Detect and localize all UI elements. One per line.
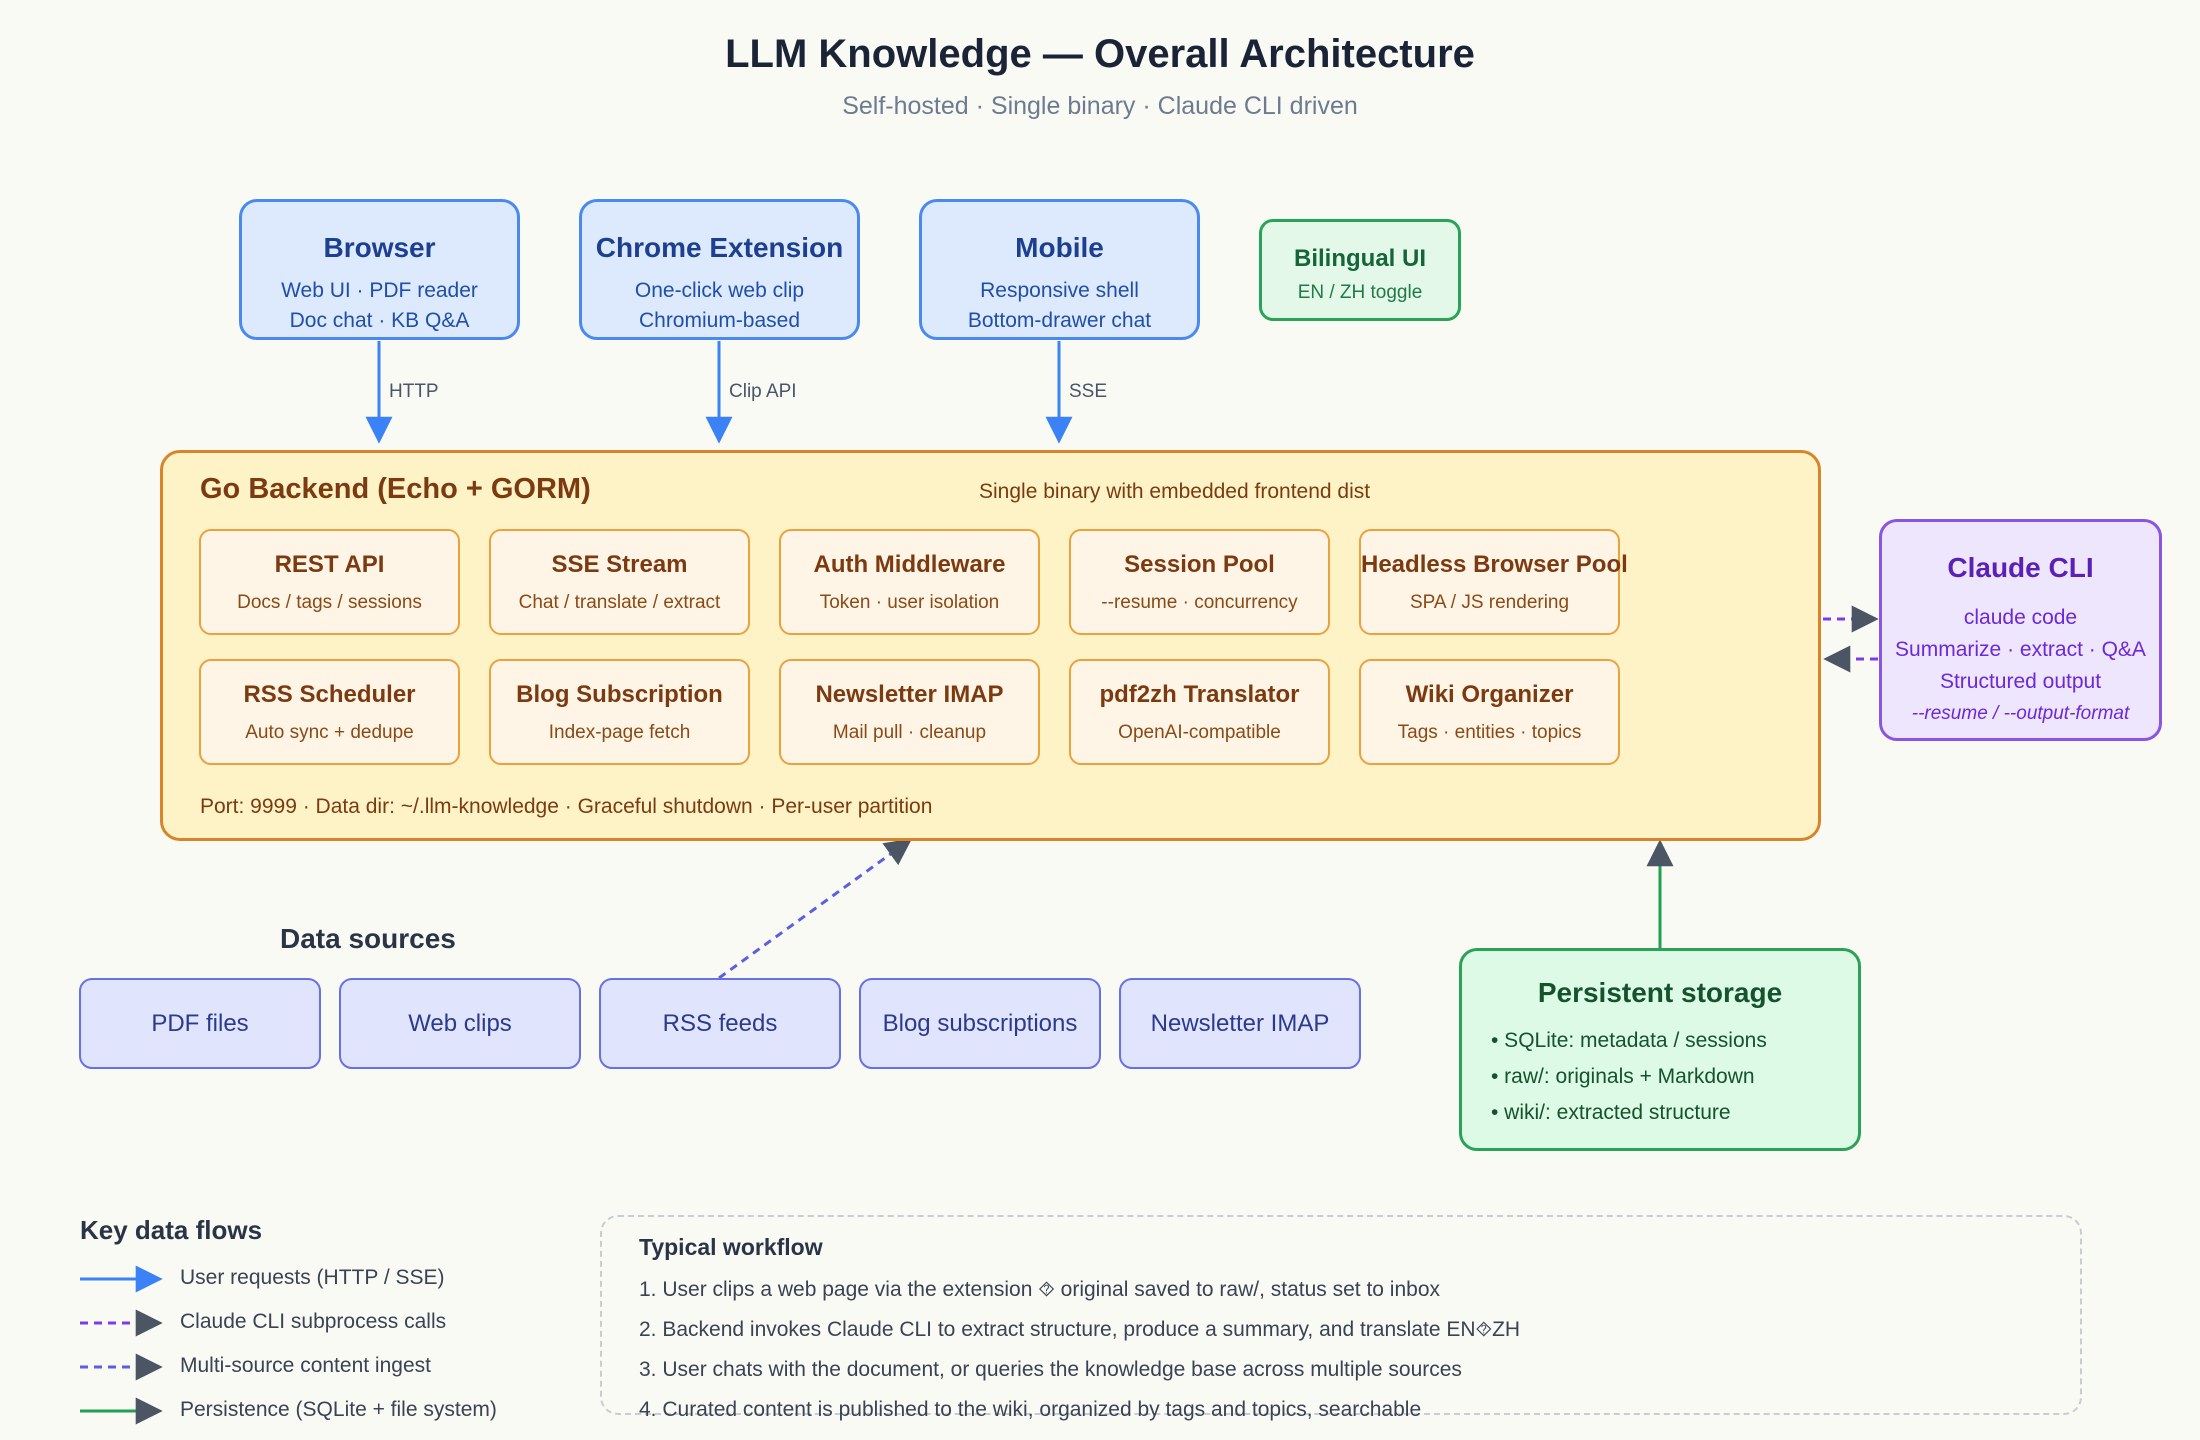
claude-line-1: claude code — [1963, 606, 2078, 629]
go-backend-container — [160, 450, 1821, 841]
storage-item: • wiki/: extracted structure — [1491, 1101, 1731, 1124]
bilingual-title: Bilingual UI — [1294, 245, 1426, 272]
edge-label-sse: SSE — [1069, 381, 1108, 402]
claude-cli-box: Claude CLI claude code Summarize · extra… — [1879, 519, 2162, 741]
module-title: Auth Middleware — [813, 551, 1006, 578]
persistent-storage-box: Persistent storage • SQLite: metadata / … — [1459, 948, 1861, 1151]
module-desc: OpenAI-compatible — [1118, 722, 1281, 743]
client-mobile: Mobile Responsive shell Bottom-drawer ch… — [919, 199, 1200, 340]
claude-flags: --resume / --output-format — [1911, 703, 2130, 724]
client-extension-line-2: Chromium-based — [638, 309, 801, 332]
module-auth-middleware: Auth Middleware Token · user isolation — [779, 529, 1040, 635]
source-newsletter-imap: Newsletter IMAP — [1119, 978, 1361, 1069]
module-title: pdf2zh Translator — [1099, 681, 1300, 708]
client-browser: Browser Web UI · PDF reader Doc chat · K… — [239, 199, 520, 340]
client-extension-line-1: One-click web clip — [634, 279, 805, 302]
module-sse-stream: SSE Stream Chat / translate / extract — [489, 529, 750, 635]
module-headless-browser-pool: Headless Browser Pool SPA / JS rendering — [1359, 529, 1628, 635]
module-title: SSE Stream — [551, 551, 688, 578]
client-mobile-line-1: Responsive shell — [980, 279, 1139, 302]
module-title: REST API — [274, 551, 385, 578]
edge-rss-backend — [718, 838, 913, 980]
claude-title: Claude CLI — [1947, 552, 2094, 583]
module-wiki-organizer: Wiki Organizer Tags · entities · topics — [1359, 659, 1620, 765]
module-title: Blog Subscription — [516, 681, 723, 708]
storage-item: • raw/: originals + Markdown — [1491, 1065, 1755, 1088]
module-rest-api: REST API Docs / tags / sessions — [199, 529, 460, 635]
diagram-title: LLM Knowledge — Overall Architecture — [725, 32, 1475, 76]
client-browser-line-1: Web UI · PDF reader — [281, 279, 478, 302]
module-desc: --resume · concurrency — [1101, 592, 1298, 613]
legend-item-storage: Persistence (SQLite + file system) — [180, 1398, 497, 1421]
client-mobile-line-2: Bottom-drawer chat — [967, 309, 1152, 332]
bilingual-ui-box: Bilingual UI EN / ZH toggle — [1259, 219, 1461, 321]
module-desc: Chat / translate / extract — [518, 592, 721, 613]
storage-title: Persistent storage — [1537, 977, 1783, 1008]
module-desc: Auto sync + dedupe — [245, 722, 414, 743]
claude-line-3: Structured output — [1939, 670, 2102, 693]
client-chrome-extension: Chrome Extension One-click web clip Chro… — [579, 199, 860, 340]
storage-item: • SQLite: metadata / sessions — [1491, 1029, 1767, 1052]
module-desc: Index-page fetch — [548, 722, 691, 743]
module-rss-scheduler: RSS Scheduler Auto sync + dedupe — [199, 659, 460, 765]
module-desc: SPA / JS rendering — [1409, 592, 1570, 613]
bilingual-line: EN / ZH toggle — [1297, 282, 1423, 303]
module-title: RSS Scheduler — [243, 681, 416, 708]
edge-label-http: HTTP — [389, 381, 439, 402]
client-extension-title: Chrome Extension — [595, 232, 844, 263]
module-pdf2zh-translator: pdf2zh Translator OpenAI-compatible — [1069, 659, 1330, 765]
backend-title: Go Backend (Echo + GORM) — [200, 473, 591, 505]
legend-title: Key data flows — [80, 1215, 263, 1245]
module-desc: Token · user isolation — [819, 592, 1000, 613]
workflow-step-4: 4. Curated content is published to the w… — [639, 1398, 1422, 1421]
workflow-title: Typical workflow — [639, 1234, 823, 1260]
module-desc: Mail pull · cleanup — [832, 722, 987, 743]
source-pdf-files: PDF files — [79, 978, 321, 1069]
workflow-step-3: 3. User chats with the document, or quer… — [639, 1358, 1462, 1381]
legend-item-http: User requests (HTTP / SSE) — [180, 1266, 445, 1289]
data-sources-label: Data sources — [280, 923, 456, 954]
module-newsletter-imap: Newsletter IMAP Mail pull · cleanup — [779, 659, 1040, 765]
claude-line-2: Summarize · extract · Q&A — [1895, 638, 2146, 661]
source-rss-feeds: RSS feeds — [599, 978, 841, 1069]
legend-item-claude: Claude CLI subprocess calls — [180, 1310, 447, 1333]
module-blog-subscription: Blog Subscription Index-page fetch — [489, 659, 750, 765]
module-title: Wiki Organizer — [1405, 681, 1574, 708]
edge-label-clip-api: Clip API — [729, 381, 797, 402]
module-title: Session Pool — [1124, 551, 1275, 578]
client-browser-line-2: Doc chat · KB Q&A — [289, 309, 470, 332]
module-title: Newsletter IMAP — [815, 681, 1004, 708]
source-web-clips: Web clips — [339, 978, 581, 1069]
backend-note: Single binary with embedded frontend dis… — [979, 480, 1371, 503]
client-mobile-title: Mobile — [1015, 232, 1104, 263]
diagram-subtitle: Self-hosted · Single binary · Claude CLI… — [842, 92, 1358, 120]
module-desc: Docs / tags / sessions — [237, 592, 422, 613]
module-session-pool: Session Pool --resume · concurrency — [1069, 529, 1330, 635]
workflow-box — [600, 1215, 2082, 1415]
workflow-step-2: 2. Backend invokes Claude CLI to extract… — [639, 1318, 1521, 1341]
client-browser-title: Browser — [323, 232, 436, 263]
module-desc: Tags · entities · topics — [1397, 722, 1582, 743]
legend-item-ingest: Multi-source content ingest — [180, 1354, 431, 1377]
backend-footer: Port: 9999 · Data dir: ~/.llm-knowledge … — [200, 795, 933, 818]
module-title: Headless Browser Pool — [1361, 551, 1628, 578]
source-blog-subscriptions: Blog subscriptions — [859, 978, 1101, 1069]
workflow-step-1: 1. User clips a web page via the extensi… — [639, 1278, 1441, 1301]
